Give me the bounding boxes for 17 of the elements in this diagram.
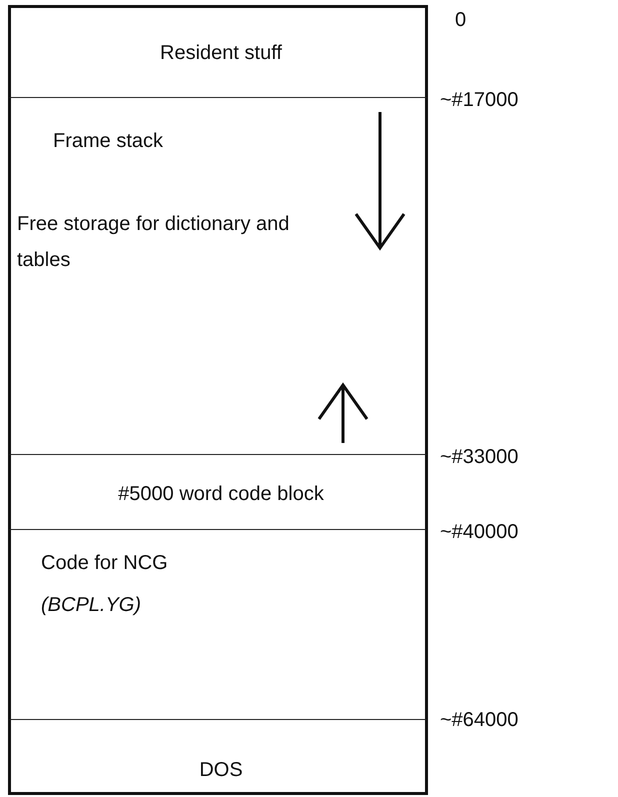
memory-region [8, 720, 428, 795]
region-note: Free storage for dictionary and tables [17, 212, 290, 273]
address-label: ~#33000 [440, 445, 518, 469]
region-label: DOS [198, 758, 244, 783]
address-label: 0 [455, 8, 466, 32]
memory-region [8, 5, 428, 98]
region-label: Code for NCG [41, 551, 168, 576]
region-note: (BCPL.YG) [41, 593, 142, 618]
region-label: #5000 word code block [117, 482, 325, 507]
address-label: ~#40000 [440, 520, 518, 544]
address-label: ~#64000 [440, 708, 518, 732]
address-label: ~#17000 [440, 88, 518, 112]
region-label: Resident stuff [159, 41, 283, 66]
memory-region [8, 455, 428, 530]
memory-region [8, 98, 428, 455]
region-label: Frame stack [53, 129, 164, 154]
memory-region [8, 530, 428, 720]
